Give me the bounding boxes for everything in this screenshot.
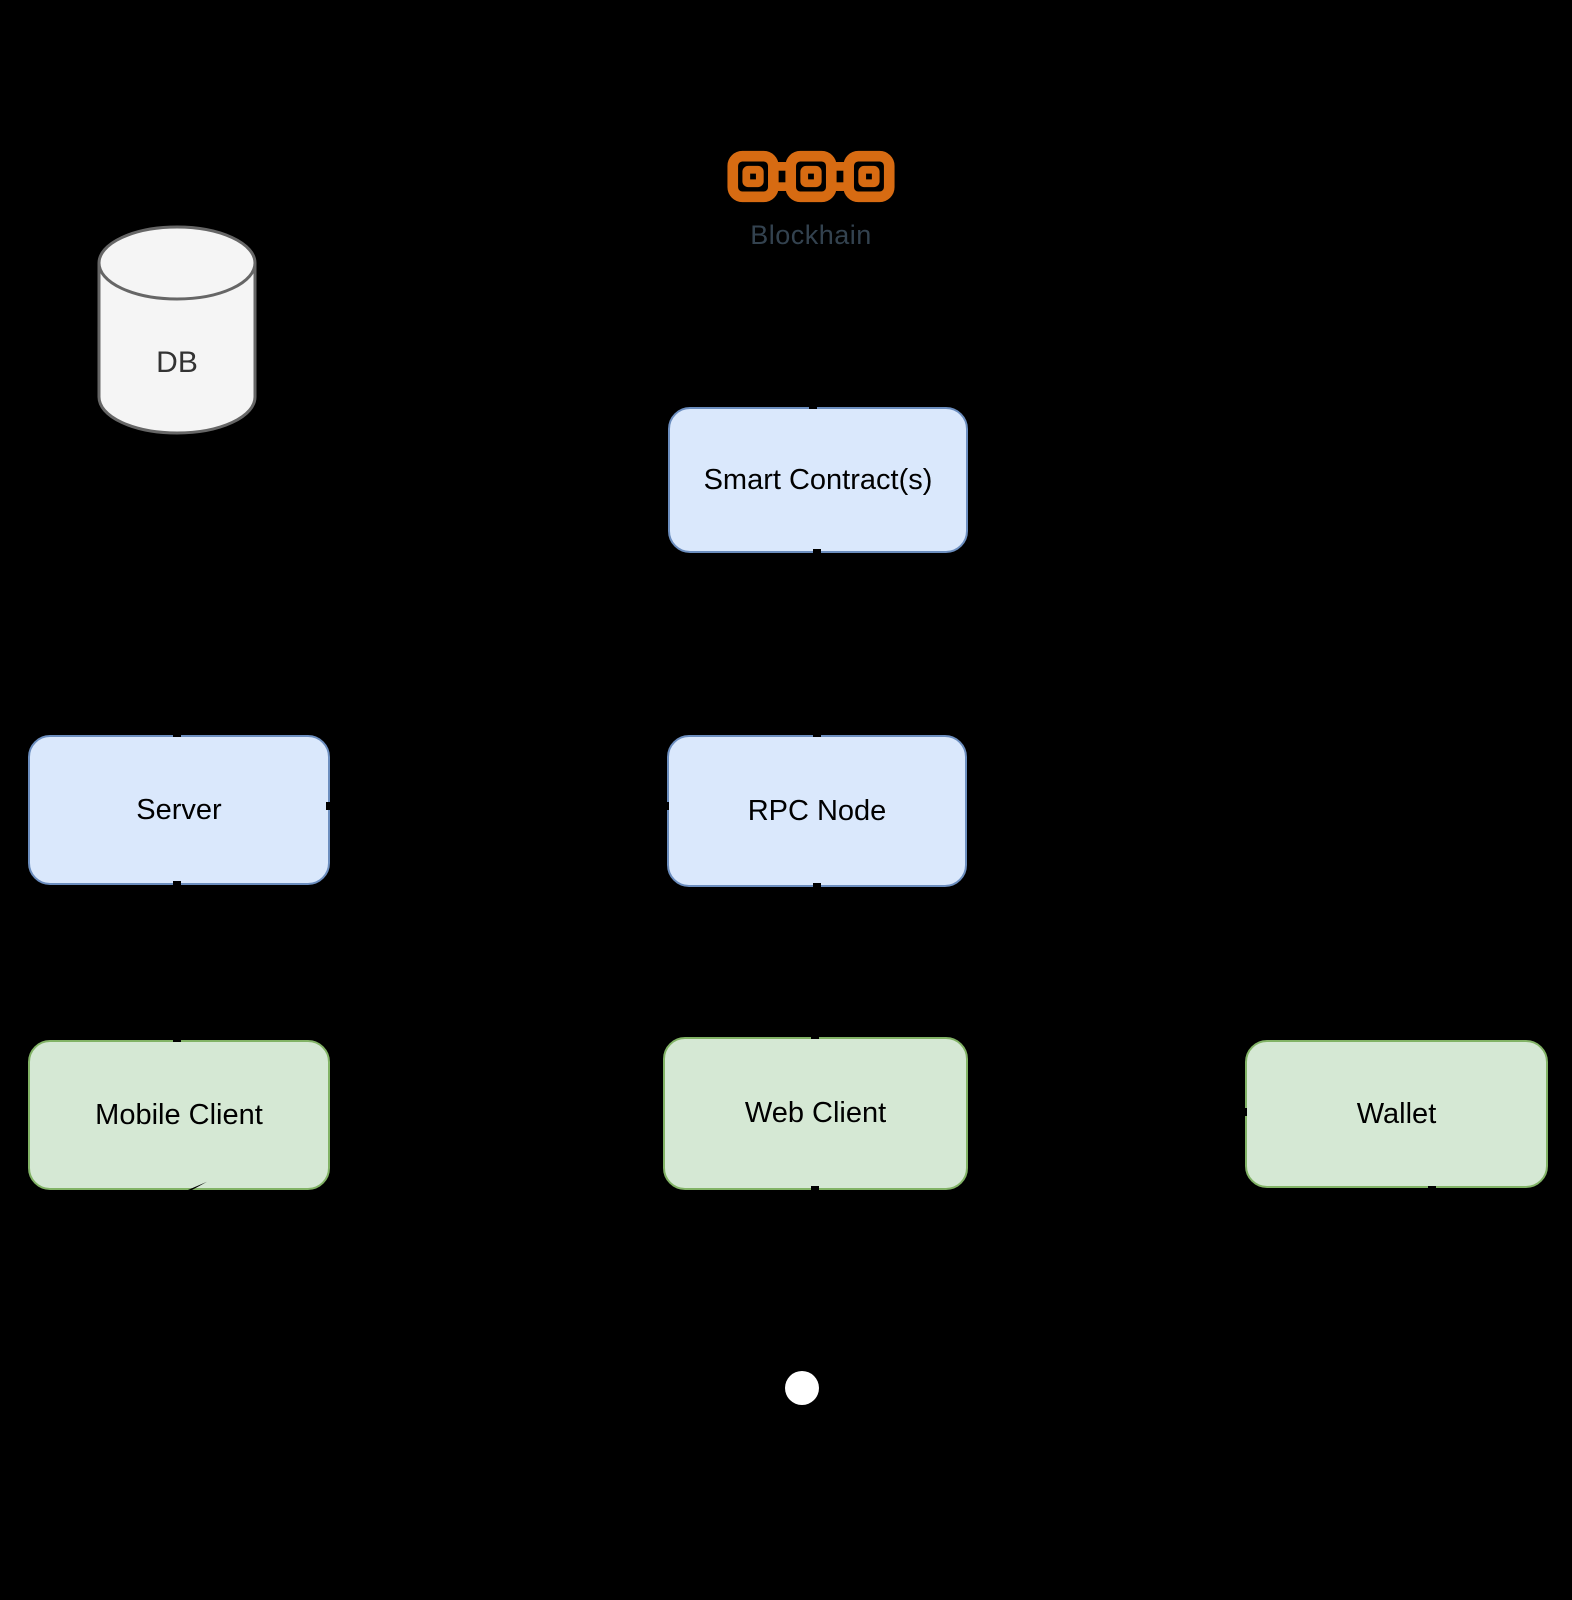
edge-anchor-mark — [173, 733, 181, 737]
node-db: DB — [97, 225, 257, 435]
edge-anchor-mark — [173, 881, 181, 885]
node-web-client: Web Client — [663, 1037, 968, 1190]
node-wallet: Wallet — [1245, 1040, 1548, 1188]
node-server: Server — [28, 735, 330, 885]
edge-anchor-mark — [813, 883, 821, 887]
blockchain-group: Blockhain — [661, 148, 961, 251]
node-smart-contracts: Smart Contract(s) — [668, 407, 968, 553]
edge-anchor-mark — [811, 1035, 819, 1039]
edge-anchor-mark — [173, 1038, 181, 1042]
edge-anchor-mark — [813, 733, 821, 737]
edge-anchor-mark — [326, 802, 330, 810]
database-cylinder-icon — [97, 225, 257, 435]
node-mobile-client: Mobile Client — [28, 1040, 330, 1190]
edge-anchor-mark — [809, 405, 817, 409]
edge-anchor-mark — [1243, 1108, 1247, 1116]
edge-anchor-mark — [813, 549, 821, 553]
blockchain-chain-icon — [726, 148, 896, 205]
db-node-label: DB — [156, 346, 198, 379]
edge-anchor-mark — [811, 1186, 819, 1190]
blockchain-label: Blockhain — [750, 220, 872, 250]
node-rpc-node: RPC Node — [667, 735, 967, 887]
edge-anchor-mark — [1428, 1186, 1436, 1190]
edge-anchor-mark — [665, 802, 669, 810]
white-dot-marker — [785, 1371, 819, 1405]
